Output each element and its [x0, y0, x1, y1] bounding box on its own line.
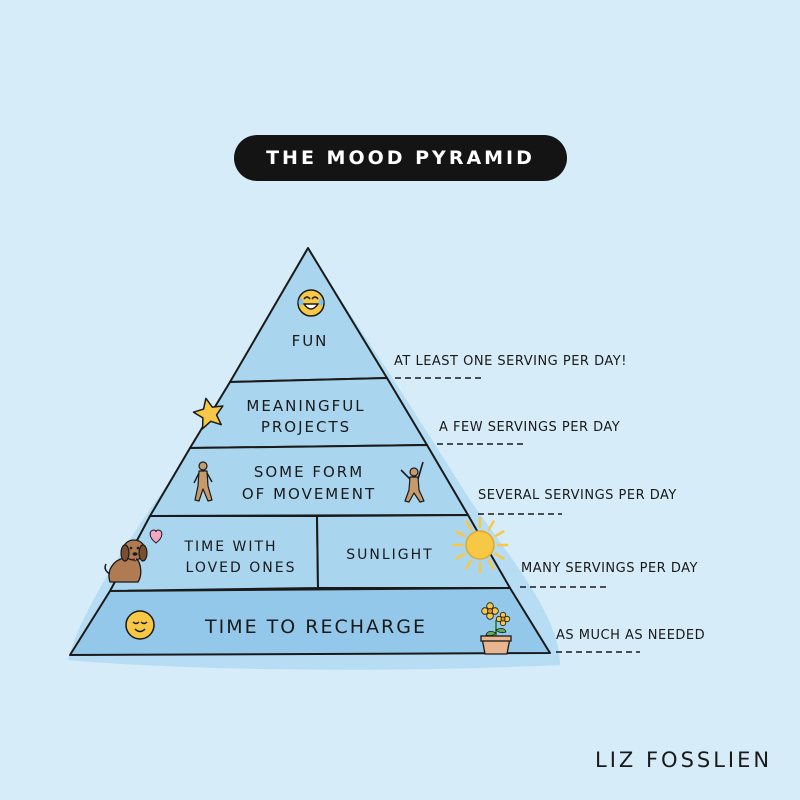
serving-recharge: AS MUCH AS NEEDED	[556, 628, 705, 643]
flower-pot-icon	[480, 602, 512, 655]
walking-person-icon	[193, 461, 213, 502]
sun-ray	[487, 520, 495, 531]
title-banner: THE MOOD PYRAMID	[234, 135, 567, 181]
serving-projects: A FEW SERVINGS PER DAY	[439, 420, 620, 435]
sun-ray	[455, 552, 466, 560]
serving-movement: SEVERAL SERVINGS PER DAY	[478, 488, 677, 503]
serving-fun: AT LEAST ONE SERVING PER DAY!	[394, 354, 627, 369]
sun-ray	[465, 520, 473, 531]
sun-ray	[487, 559, 495, 570]
tier-label-loved-2: LOVED ONES	[186, 560, 297, 576]
sun-ray	[455, 530, 466, 538]
tier-label-projects-2: PROJECTS	[261, 418, 351, 436]
tier-label-recharge: TIME TO RECHARGE	[204, 616, 427, 638]
tier-label-movement-2: OF MOVEMENT	[242, 485, 376, 503]
sun-ray	[465, 559, 473, 570]
sun-ray	[494, 552, 505, 560]
page-title: THE MOOD PYRAMID	[266, 147, 535, 169]
sun-ray	[494, 530, 505, 538]
artist-signature: LIZ FOSSLIEN	[595, 748, 773, 772]
smiling-face-icon	[125, 610, 155, 640]
dancing-person-icon	[400, 461, 425, 503]
tier-label-projects-1: MEANINGFUL	[246, 397, 365, 415]
tier-label-fun: FUN	[292, 332, 329, 350]
tier-label-loved-1: TIME WITH	[183, 539, 277, 555]
tier-label-sunlight: SUNLIGHT	[346, 547, 433, 563]
tier-label-movement-1: SOME FORM	[254, 463, 364, 481]
heart-icon	[149, 529, 163, 544]
sun-icon	[451, 516, 509, 574]
star-icon	[192, 397, 224, 430]
tier-recharge	[69, 587, 551, 656]
serving-loved: MANY SERVINGS PER DAY	[521, 561, 698, 576]
laughing-face-icon	[297, 289, 325, 317]
dog-icon	[104, 539, 148, 583]
